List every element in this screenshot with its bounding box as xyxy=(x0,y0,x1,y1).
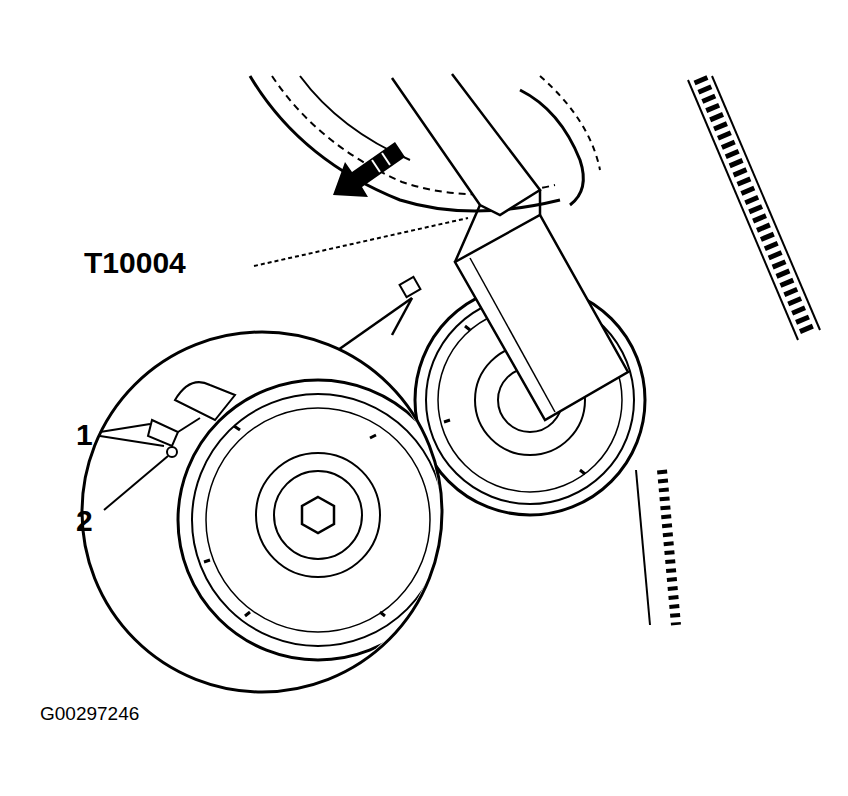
callout-number: 1 xyxy=(76,420,93,450)
inset-pointer xyxy=(338,298,412,350)
direction-arrow xyxy=(333,142,405,197)
callout-number: 2 xyxy=(76,506,93,536)
detail-inset xyxy=(82,332,442,692)
tool-number: T10004 xyxy=(84,248,186,278)
tool-t10004 xyxy=(392,74,628,420)
figure-id: G00297246 xyxy=(40,704,139,723)
timing-belt xyxy=(636,76,820,625)
inset-pulley xyxy=(148,380,458,660)
